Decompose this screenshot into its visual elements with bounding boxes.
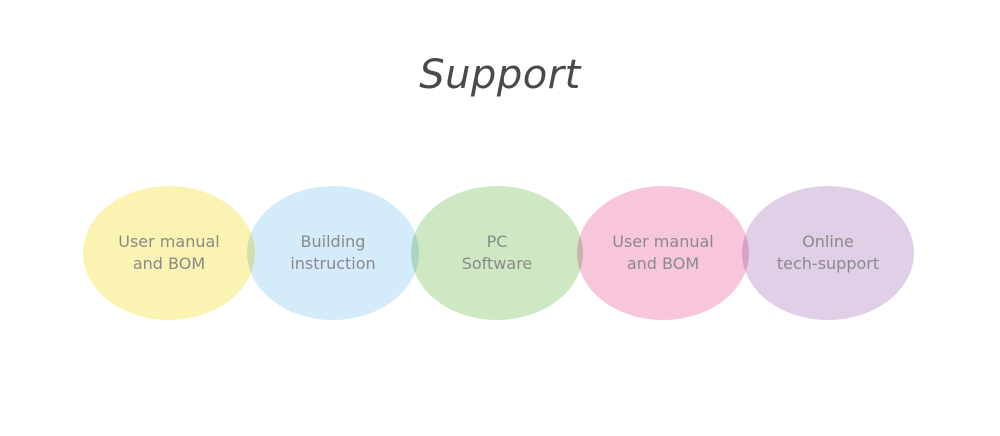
support-item-label: Building instruction: [290, 232, 376, 273]
support-item-label: Online tech-support: [776, 232, 880, 273]
support-item-building-instruction: Building instruction: [247, 186, 419, 320]
support-item-label: User manual and BOM: [612, 232, 714, 273]
support-item-label: User manual and BOM: [118, 232, 220, 273]
support-item-online-tech-support: Online tech-support: [742, 186, 914, 320]
page-title: Support: [419, 52, 581, 98]
support-item-user-manual-bom: User manual and BOM: [577, 186, 749, 320]
support-item-pc-software: PC Software: [411, 186, 583, 320]
support-item-user-manual: User manual and BOM: [83, 186, 255, 320]
support-item-label: PC Software: [461, 232, 533, 273]
